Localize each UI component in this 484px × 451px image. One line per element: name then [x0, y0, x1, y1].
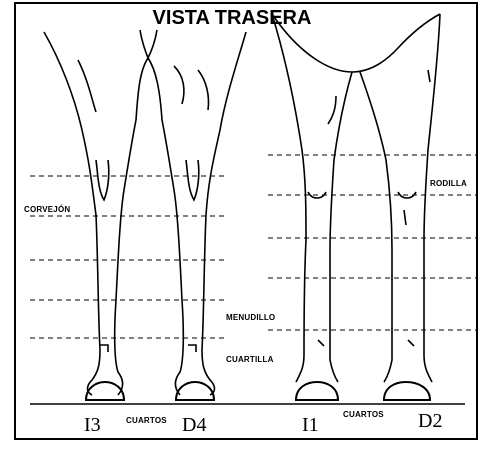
diagram-title: VISTA TRASERA — [153, 7, 312, 29]
front-horse-outline — [272, 14, 440, 382]
diagram-frame — [15, 3, 477, 439]
label-corvejon: CORVEJÓN — [24, 205, 70, 214]
label-menudillo: MENUDILLO — [226, 313, 275, 322]
left-guide-lines — [30, 176, 225, 338]
leg-label-d4: D4 — [182, 414, 206, 436]
label-rodilla: RODILLA — [430, 179, 467, 188]
leg-label-i1: I1 — [302, 414, 319, 436]
label-cuartos-right: CUARTOS — [343, 410, 384, 419]
hind-horse-outline — [44, 30, 246, 395]
label-cuartos-left: CUARTOS — [126, 416, 167, 425]
leg-label-i3: I3 — [84, 414, 101, 436]
leg-label-d2: D2 — [418, 410, 442, 432]
hind-hooves — [86, 382, 214, 400]
front-hooves — [296, 382, 430, 400]
label-cuartilla: CUARTILLA — [226, 355, 274, 364]
